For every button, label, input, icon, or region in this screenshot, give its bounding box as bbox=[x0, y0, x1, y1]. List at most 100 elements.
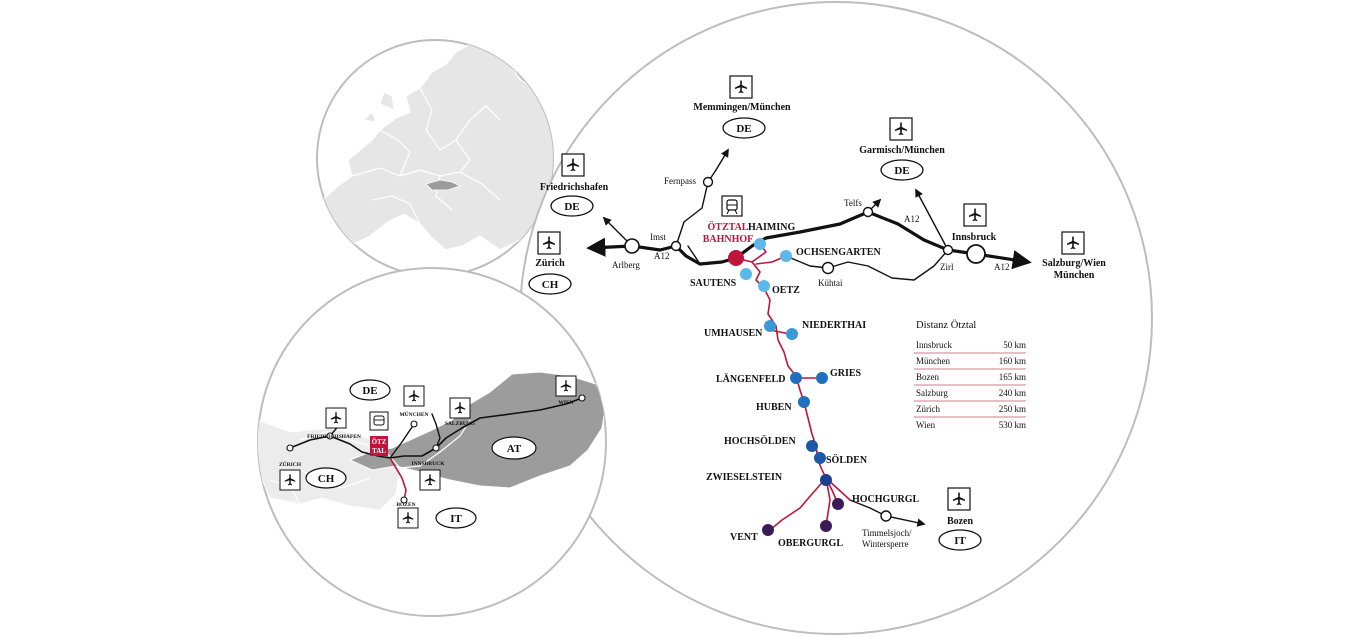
distance-km: 530 km bbox=[999, 420, 1026, 430]
inset-label-munchen: MÜNCHEN bbox=[399, 411, 428, 418]
distance-table-title: Distanz Ötztal bbox=[916, 319, 976, 331]
inset-station-badge bbox=[370, 436, 388, 456]
austria-inset: ÖTZ TAL DE CH IT AT bbox=[257, 267, 607, 617]
distance-km: 165 km bbox=[999, 372, 1026, 382]
label-solden: SÖLDEN bbox=[826, 453, 868, 466]
stop-obergurgl bbox=[820, 520, 832, 532]
airport-salzburg-label-2: München bbox=[1054, 270, 1095, 281]
distance-city: München bbox=[916, 356, 950, 366]
badge-it-bozen-text: IT bbox=[954, 535, 966, 547]
label-sautens: SAUTENS bbox=[690, 278, 737, 289]
road-kuhtai bbox=[785, 249, 949, 281]
badge-ch-zurich bbox=[528, 273, 572, 295]
inset-label-friedrichshafen: FRIEDRICHSHAFEN bbox=[307, 434, 361, 440]
airplane-icon bbox=[729, 75, 753, 99]
badge-ch-zurich-text: CH bbox=[542, 279, 559, 291]
distance-table: Distanz Ötztal Innsbruck 50 km München 160 … bbox=[914, 319, 1026, 430]
label-timmelsjoch-1: Timmelsjoch/ bbox=[862, 528, 912, 538]
badge-de-garmisch bbox=[880, 159, 924, 181]
badge-de-memmingen bbox=[722, 117, 766, 139]
airport-innsbruck-label: Innsbruck bbox=[952, 232, 997, 243]
airplane-icon bbox=[963, 203, 987, 227]
airplane-icon bbox=[889, 117, 913, 141]
inset-station-label-2: TAL bbox=[372, 447, 386, 455]
label-timmelsjoch-2: Wintersperre bbox=[862, 539, 909, 549]
road-timmelsjoch bbox=[849, 499, 926, 527]
road-fernpass bbox=[675, 148, 729, 247]
label-zwieselstein: ZWIESELSTEIN bbox=[706, 472, 783, 483]
airplane-icon bbox=[419, 469, 441, 491]
node-kuhtai bbox=[821, 261, 835, 275]
label-kuhtai: Kühtai bbox=[818, 278, 843, 288]
airport-bozen-label: Bozen bbox=[947, 516, 974, 527]
village-stops bbox=[728, 238, 844, 536]
inset-label-salzburg: SALZBURG bbox=[445, 421, 476, 427]
airport-zurich-label: Zürich bbox=[535, 258, 565, 269]
station-otztal-bahnhof bbox=[728, 250, 744, 266]
inset-station-label-1: ÖTZ bbox=[372, 438, 387, 446]
distance-city: Innsbruck bbox=[916, 340, 952, 350]
stop-ochsengarten bbox=[780, 250, 792, 262]
stop-hochsolden bbox=[806, 440, 818, 452]
inset-badge-it: IT bbox=[450, 513, 462, 525]
airplane-icon bbox=[397, 507, 419, 529]
airplane-icon bbox=[279, 469, 301, 491]
node-telfs bbox=[862, 206, 874, 218]
badge-de-friedrichshafen-text: DE bbox=[564, 201, 579, 213]
label-niederthai: NIEDERTHAI bbox=[802, 320, 866, 331]
road-to-garmisch bbox=[915, 188, 949, 251]
label-ochsengarten: OCHSENGARTEN bbox=[796, 247, 881, 258]
station-label-2: BAHNHOF bbox=[703, 234, 754, 245]
airplane-icon bbox=[1061, 231, 1085, 255]
label-vent: VENT bbox=[730, 532, 758, 543]
distance-city: Bozen bbox=[916, 372, 939, 382]
stop-hochgurgl bbox=[832, 498, 844, 510]
airport-salzburg-label-1: Salzburg/Wien bbox=[1042, 258, 1106, 269]
label-obergurgl: OBERGURGL bbox=[778, 538, 843, 549]
airplane-icon bbox=[403, 385, 425, 407]
node-innsbruck bbox=[966, 244, 986, 264]
node-zirl bbox=[942, 244, 954, 256]
airport-garmisch-label: Garmisch/München bbox=[859, 145, 945, 156]
node-fernpass bbox=[702, 176, 714, 188]
austria-highlight bbox=[425, 179, 462, 191]
label-hochgurgl: HOCHGURGL bbox=[852, 494, 920, 505]
airplane-icon bbox=[947, 487, 971, 511]
node-timmelsjoch bbox=[880, 510, 892, 522]
road-nodes bbox=[624, 176, 986, 522]
country-badges bbox=[528, 117, 982, 551]
label-hochsolden: HOCHSÖLDEN bbox=[724, 434, 796, 447]
distance-km: 240 km bbox=[999, 388, 1026, 398]
label-zirl: Zirl bbox=[940, 262, 954, 272]
train-icon bbox=[369, 411, 389, 431]
badge-de-friedrichshafen bbox=[550, 195, 594, 217]
airplane-icon bbox=[537, 231, 561, 255]
stop-zwieselstein bbox=[820, 474, 832, 486]
train-icon bbox=[721, 195, 743, 217]
stop-vent bbox=[762, 524, 774, 536]
badge-de-memmingen-text: DE bbox=[736, 123, 751, 135]
distance-km: 160 km bbox=[999, 356, 1026, 366]
airport-memmingen-label: Memmingen/München bbox=[693, 102, 791, 113]
airplane-icon bbox=[449, 397, 471, 419]
inset-label-zurich: ZÜRICH bbox=[279, 461, 302, 468]
stop-niederthai bbox=[786, 328, 798, 340]
europe-inset bbox=[316, 39, 554, 277]
distance-km: 50 km bbox=[1003, 340, 1026, 350]
stop-haiming bbox=[754, 238, 766, 250]
airplane-icon bbox=[561, 153, 585, 177]
inset-label-innsbruck: INNSBRUCK bbox=[411, 461, 445, 467]
label-a12-west: A12 bbox=[654, 251, 670, 261]
badge-de-garmisch-text: DE bbox=[894, 165, 909, 177]
road-fernpass-lower bbox=[687, 245, 701, 265]
label-telfs: Telfs bbox=[844, 198, 862, 208]
station-label-1: ÖTZTAL bbox=[708, 220, 749, 233]
label-oetz: OETZ bbox=[772, 285, 800, 296]
distance-city: Zürich bbox=[916, 404, 940, 414]
distance-city: Wien bbox=[916, 420, 936, 430]
label-umhausen: UMHAUSEN bbox=[704, 328, 763, 339]
label-langenfeld: LÄNGENFELD bbox=[716, 372, 785, 385]
distance-city: Salzburg bbox=[916, 388, 948, 398]
airplane-icon bbox=[325, 407, 347, 429]
